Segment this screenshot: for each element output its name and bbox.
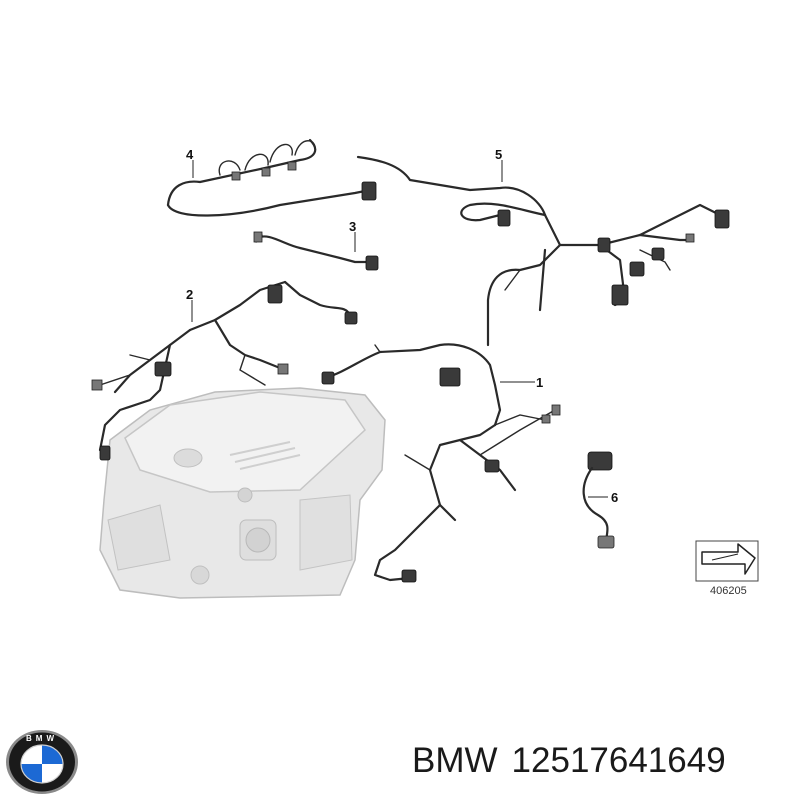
part-caption: BMW 12517641649 — [412, 736, 792, 786]
callout-6: 6 — [611, 490, 618, 505]
bmw-logo-icon: BMW — [6, 730, 78, 794]
callout-1: 1 — [536, 375, 543, 390]
harness-1 — [321, 343, 561, 583]
reference-box — [695, 540, 759, 582]
brand-name: BMW — [412, 741, 498, 780]
callout-2: 2 — [186, 287, 193, 302]
callout-3: 3 — [349, 219, 356, 234]
callout-4: 4 — [186, 147, 194, 162]
harness-2 — [91, 280, 358, 461]
bmw-logo-letters: BMW — [26, 734, 58, 743]
harness-5 — [356, 155, 730, 347]
engine-illustration — [99, 387, 386, 599]
harness-3 — [253, 231, 379, 271]
part-6-sensor-lead — [582, 451, 615, 549]
part-number: 12517641649 — [511, 741, 726, 780]
harness-4 — [166, 138, 377, 217]
callout-leaders — [191, 160, 608, 498]
callout-5: 5 — [495, 147, 502, 162]
reference-code: 406205 — [710, 585, 747, 597]
